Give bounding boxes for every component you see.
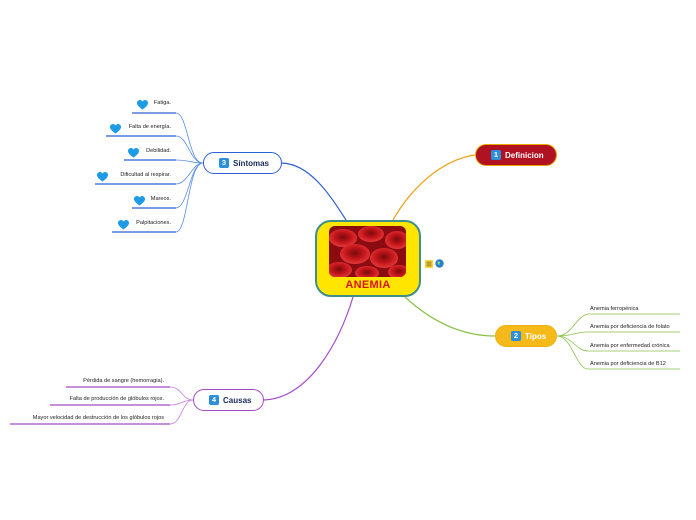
heart-icon bbox=[134, 193, 145, 206]
topic-number-badge: 3 bbox=[219, 158, 229, 168]
topic-number-badge: 1 bbox=[491, 150, 501, 160]
globe-icon[interactable] bbox=[435, 255, 444, 268]
heart-icon bbox=[97, 169, 108, 182]
topic-label: Síntomas bbox=[233, 158, 270, 168]
heart-icon bbox=[128, 145, 139, 158]
causas-item[interactable]: Mayor velocidad de destrucción de los gl… bbox=[32, 415, 164, 421]
topic-causas[interactable]: 4 Causas bbox=[193, 389, 264, 411]
topic-label: Definicion bbox=[505, 150, 544, 160]
causas-item[interactable]: Falta de producción de glóbulos rojos. bbox=[69, 396, 164, 402]
sintomas-item[interactable]: Fatiga. bbox=[153, 100, 171, 106]
central-title: ANEMIA bbox=[345, 279, 391, 291]
heart-icon bbox=[110, 121, 121, 134]
topic-tipos[interactable]: 2 Tipos bbox=[495, 325, 557, 347]
topic-label: Tipos bbox=[525, 331, 547, 341]
heart-icon bbox=[118, 217, 129, 230]
topic-number-badge: 4 bbox=[209, 395, 219, 405]
sintomas-item[interactable]: Debilidad. bbox=[146, 148, 171, 154]
topic-definicion[interactable]: 1 Definicion bbox=[475, 144, 557, 166]
sintomas-item[interactable]: Falta de energía. bbox=[128, 124, 171, 130]
heart-icon bbox=[137, 97, 148, 110]
tipos-item[interactable]: Anemia por deficiencia de B12 bbox=[590, 361, 666, 367]
note-icon[interactable] bbox=[425, 255, 433, 268]
sintomas-item[interactable]: Dificultad al respirar. bbox=[120, 172, 171, 178]
tipos-item[interactable]: Anemia por deficiencia de folato bbox=[590, 324, 670, 330]
causas-item[interactable]: Pérdida de sangre (hemorragia). bbox=[83, 378, 164, 384]
sintomas-item[interactable]: Mareos. bbox=[150, 196, 171, 202]
topic-number-badge: 2 bbox=[511, 331, 521, 341]
topic-label: Causas bbox=[223, 395, 252, 405]
sintomas-item[interactable]: Palpitaciones. bbox=[136, 220, 171, 226]
tipos-item[interactable]: Anemia por enfermedad crónica bbox=[590, 343, 670, 349]
topic-sintomas[interactable]: 3 Síntomas bbox=[203, 152, 282, 174]
tipos-item[interactable]: Anemia ferropénica bbox=[590, 306, 639, 312]
red-blood-cells-image bbox=[329, 226, 406, 277]
